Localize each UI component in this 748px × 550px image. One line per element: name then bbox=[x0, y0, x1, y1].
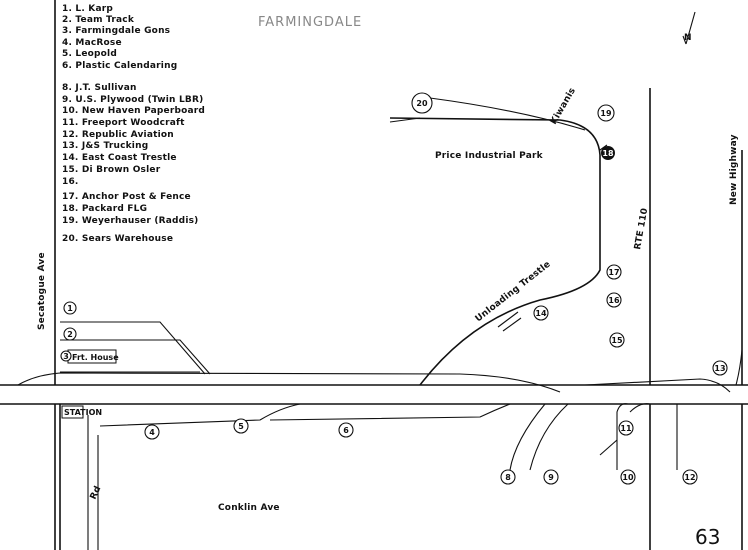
marker-20: 20 bbox=[411, 92, 433, 114]
price-industrial-park-label: Price Industrial Park bbox=[435, 151, 544, 161]
rd-label: Rd bbox=[89, 485, 104, 502]
marker-13: 13 bbox=[712, 360, 728, 376]
svg-text:14: 14 bbox=[535, 309, 547, 318]
svg-text:18: 18 bbox=[602, 149, 614, 158]
marker-9: 9 bbox=[543, 469, 559, 485]
legend-item: 17. Anchor Post & Fence bbox=[62, 192, 191, 202]
legend-item: 13. J&S Trucking bbox=[62, 141, 148, 151]
page-number: 63 bbox=[695, 525, 720, 549]
north-label: N bbox=[684, 33, 692, 43]
south-spurs bbox=[509, 403, 678, 471]
svg-text:16: 16 bbox=[608, 296, 620, 305]
svg-text:8: 8 bbox=[505, 473, 511, 482]
legend-item: 12. Republic Aviation bbox=[62, 130, 174, 140]
legend-item: 14. East Coast Trestle bbox=[62, 153, 177, 163]
marker-11: 11 bbox=[618, 420, 634, 436]
marker-19: 19 bbox=[597, 104, 615, 122]
route-110-road: RTE 110 bbox=[633, 88, 651, 550]
marker-3: 3 bbox=[60, 350, 72, 362]
marker-4: 4 bbox=[144, 424, 160, 440]
svg-text:2: 2 bbox=[67, 330, 73, 339]
station-box bbox=[61, 405, 84, 419]
legend-item: 1. L. Karp bbox=[62, 4, 113, 14]
station: STATION bbox=[61, 405, 102, 419]
marker-8: 8 bbox=[500, 469, 516, 485]
rd-road: Rd bbox=[87, 415, 104, 550]
legend-item: 16. bbox=[62, 177, 79, 187]
svg-text:9: 9 bbox=[548, 473, 554, 482]
svg-text:5: 5 bbox=[238, 422, 244, 431]
legend-item: 19. Weyerhauser (Raddis) bbox=[62, 216, 198, 226]
rte-110-label: RTE 110 bbox=[633, 207, 650, 250]
new-highway-label: New Highway bbox=[729, 134, 739, 205]
freight-house-label: Frt. House bbox=[72, 353, 119, 362]
marker-10: 10 bbox=[620, 469, 636, 485]
legend-item: 18. Packard FLG bbox=[62, 204, 147, 214]
marker-17: 17 bbox=[606, 264, 622, 280]
svg-text:4: 4 bbox=[149, 428, 155, 437]
station-label: STATION bbox=[64, 408, 102, 417]
legend-item: 11. Freeport Woodcraft bbox=[62, 118, 185, 128]
marker-5: 5 bbox=[233, 418, 249, 434]
svg-text:17: 17 bbox=[608, 268, 619, 277]
legend-item: 20. Sears Warehouse bbox=[62, 234, 173, 244]
marker-6: 6 bbox=[338, 422, 354, 438]
svg-text:10: 10 bbox=[622, 473, 634, 482]
legend-item: 10. New Haven Paperboard bbox=[62, 106, 205, 116]
team-track-spurs: Frt. House bbox=[60, 321, 211, 375]
marker-1: 1 bbox=[63, 301, 77, 315]
secatogue-ave-label: Secatogue Ave bbox=[37, 252, 47, 330]
marker-16: 16 bbox=[606, 292, 622, 308]
marker-2: 2 bbox=[63, 327, 77, 341]
svg-text:15: 15 bbox=[611, 336, 623, 345]
marker-12: 12 bbox=[682, 469, 698, 485]
marker-15: 15 bbox=[609, 332, 625, 348]
legend-item: 9. U.S. Plywood (Twin LBR) bbox=[62, 95, 203, 105]
svg-text:12: 12 bbox=[684, 473, 695, 482]
legend-item: 3. Farmingdale Gons bbox=[62, 26, 170, 36]
map-title: FARMINGDALE bbox=[258, 15, 362, 30]
north-arrow-icon bbox=[682, 11, 696, 45]
svg-text:19: 19 bbox=[600, 109, 612, 118]
legend-item: 15. Di Brown Osler bbox=[62, 165, 161, 175]
legend-item: 2. Team Track bbox=[62, 15, 135, 25]
svg-text:13: 13 bbox=[714, 364, 725, 373]
marker-14: 14 bbox=[533, 305, 549, 321]
conklin-ave-label: Conklin Ave bbox=[218, 503, 280, 513]
secatogue-ave-road: Secatogue Ave bbox=[37, 0, 61, 550]
svg-text:6: 6 bbox=[343, 426, 349, 435]
svg-text:3: 3 bbox=[63, 352, 69, 361]
legend: 1. L. Karp 2. Team Track 3. Farmingdale … bbox=[62, 4, 205, 244]
svg-text:20: 20 bbox=[416, 99, 428, 108]
legend-item: 8. J.T. Sullivan bbox=[62, 83, 137, 93]
svg-text:11: 11 bbox=[620, 424, 632, 433]
legend-item: 6. Plastic Calendaring bbox=[62, 61, 177, 71]
marker-18: 18 bbox=[601, 146, 615, 160]
legend-item: 4. MacRose bbox=[62, 38, 122, 48]
new-highway-road: New Highway bbox=[729, 134, 743, 550]
legend-item: 5. Leopold bbox=[62, 49, 117, 59]
industrial-park-branch bbox=[389, 97, 608, 386]
svg-text:1: 1 bbox=[67, 304, 73, 313]
south-siding bbox=[99, 403, 511, 427]
